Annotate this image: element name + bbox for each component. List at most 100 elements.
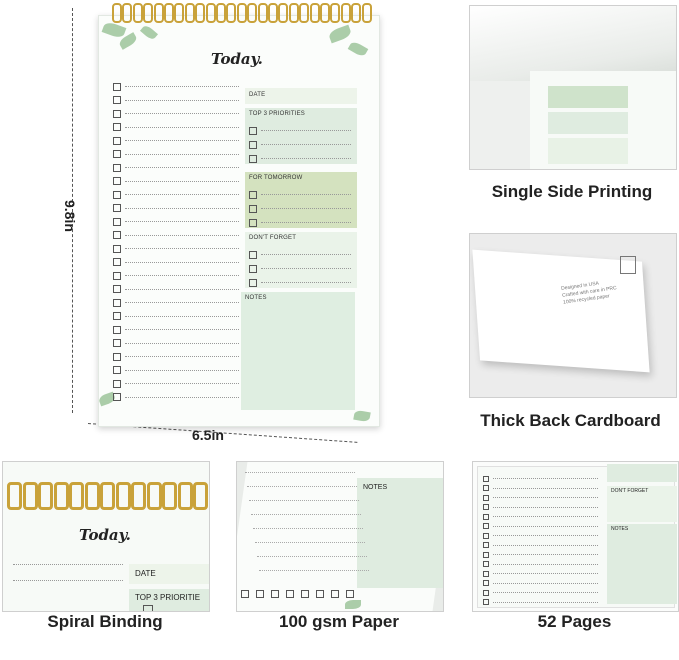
pages-row [483,546,598,564]
coil-ring [361,3,372,23]
checklist-row [113,119,239,132]
checklist-row [113,389,239,402]
coil-ring [177,482,193,510]
checklist-row [113,78,239,91]
coil-ring [247,3,258,23]
caption-52-pages: 52 Pages [537,612,612,631]
leaf-decoration [139,23,159,42]
checklist-row [113,308,239,321]
paper-notes-box: NOTES [357,478,443,588]
coil-ring [268,3,278,23]
checklist-row [113,92,239,105]
leaf-decoration [345,600,361,609]
notes-section: NOTES [241,292,355,410]
coil-ring [226,3,237,23]
paper-line [249,500,359,501]
date-section: DATE [245,88,357,104]
checklist-row [113,348,239,361]
paper-checkbox [331,590,339,598]
checklist-row [113,173,239,186]
checklist-row [113,321,239,334]
paper-checkbox [271,590,279,598]
paper-line [255,542,365,543]
checklist-row [113,375,239,388]
checklist-row [113,267,239,280]
paper-checkbox [316,590,324,598]
coil-ring [320,3,330,23]
coil-ring [340,3,351,23]
coil-ring [351,3,362,23]
checklist-row [113,294,239,307]
width-label: 6.5in [192,427,224,443]
leaf-decoration [327,24,353,44]
coil-ring [164,3,174,23]
coil-ring [330,3,341,23]
coil-ring [184,3,195,23]
paper-checkbox [241,590,249,598]
fsc-logo-icon [620,256,636,274]
green-block [607,464,677,482]
caption-single-side-printing: Single Side Printing [491,182,653,201]
pages-dont-forget-box: DON'T FORGET [607,486,677,522]
pages-row [483,508,598,526]
coil-ring [146,482,162,510]
green-block [548,86,628,108]
pages-row [483,565,598,583]
checklist-row [113,200,239,213]
coil-ring [84,482,100,510]
coil-ring [153,3,164,23]
dont-forget-section: DON'T FORGET [245,232,357,288]
closeup-rule [13,580,123,581]
coil-ring [195,3,206,23]
checklist-row [113,254,239,267]
leaf-decoration [347,40,369,58]
closeup-priorities-box: TOP 3 PRIORITIE [129,589,209,611]
paper-checkbox [301,590,309,598]
pages-row [483,489,598,507]
height-label: 9.8in [62,200,78,232]
closeup-date-box: DATE [129,564,209,584]
pages-row [483,537,598,555]
coil-ring [53,482,69,510]
paper-line [257,556,367,557]
coil-ring [7,482,22,510]
coil-ring [38,482,53,510]
coil-ring [309,3,320,23]
height-arrow [72,8,73,413]
checklist-row [113,240,239,253]
pages-row [483,518,598,536]
pages-row [483,499,598,517]
coil-ring [278,3,289,23]
coil-ring [174,3,185,23]
checklist-row [113,362,239,375]
coil-ring [112,3,122,23]
green-block [548,138,628,164]
paper-checkbox [256,590,264,598]
spiral-binding-thumbnail: Today. DATE TOP 3 PRIORITIE [2,461,210,612]
leaf-decoration [353,409,371,423]
caption-100-gsm-paper: 100 gsm Paper [278,612,399,631]
pages-row [483,556,598,574]
paper-line [251,514,361,515]
coil-ring [122,3,133,23]
paper-line [259,570,369,571]
green-block [548,112,628,134]
pages-row [483,470,598,488]
coil-ring [193,482,208,510]
leaf-decoration [101,20,127,40]
pages-row [483,575,598,593]
pages-row [483,480,598,498]
closeup-title: Today. [79,526,131,544]
coil-ring [236,3,247,23]
main-notepad: Today. DATE TOP 3 PRIORITIES FOR TOMORRO… [97,15,380,427]
single-side-printing-thumbnail [469,5,677,170]
page-title: Today. [211,50,263,68]
pages-notes-box: NOTES [607,524,677,604]
paper-line [245,472,355,473]
checklist-row [113,146,239,159]
checklist-row [113,105,239,118]
coil-ring [205,3,216,23]
coil-ring [288,3,299,23]
paper-line [253,528,363,529]
checklist-row [113,159,239,172]
